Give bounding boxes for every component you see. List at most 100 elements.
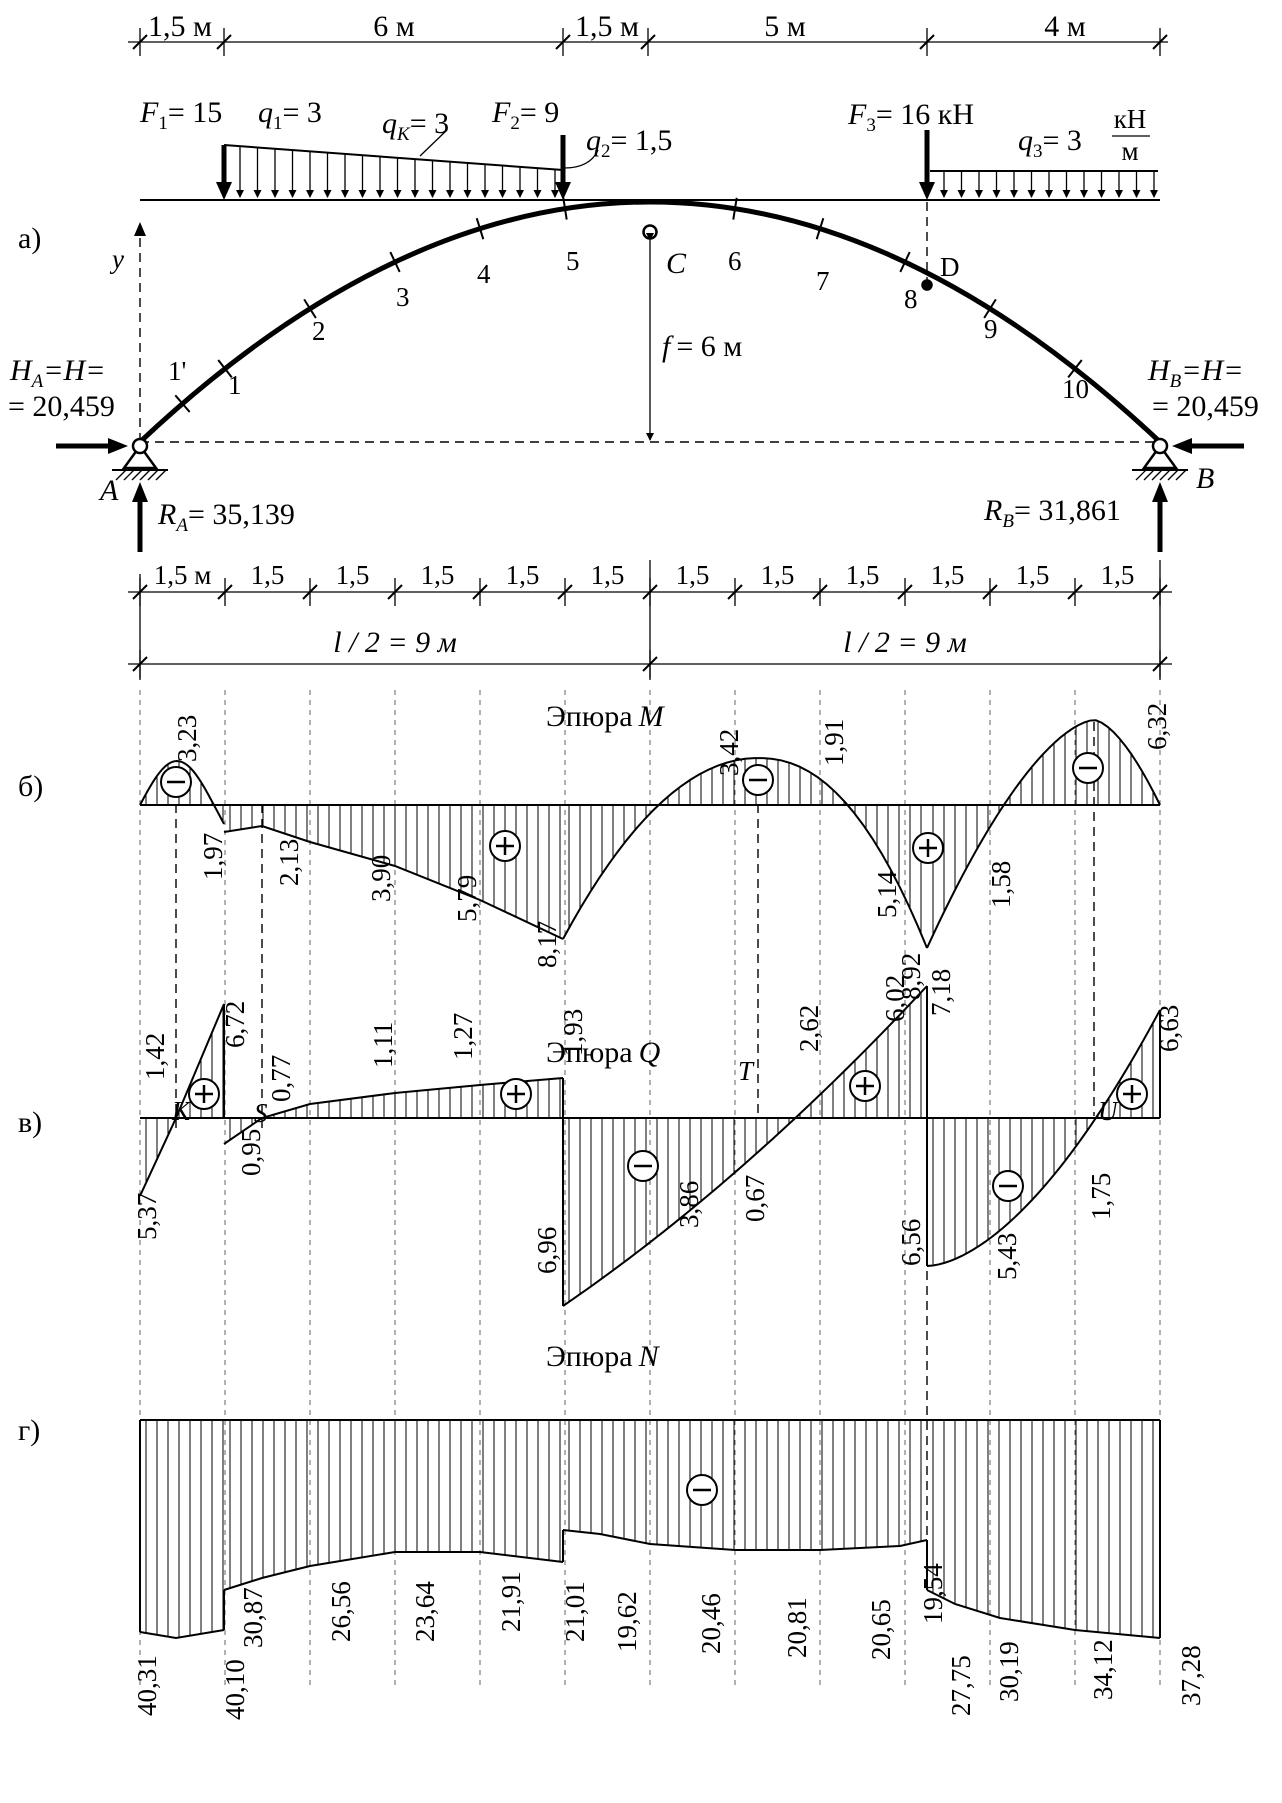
label-point-1: 1: [228, 370, 242, 400]
arch-scheme: y C D 1' 1 2 3 4 5 6 7 8 9 10 f= 6 м: [8, 197, 1259, 552]
N-val-14: 34,12: [1088, 1639, 1118, 1700]
axis-y-label: y: [109, 244, 124, 274]
label-B: B: [1196, 462, 1214, 495]
Q-val-3-86: 3,86: [674, 1181, 704, 1228]
label-point-6: 6: [728, 246, 742, 276]
support-hatch: [139, 469, 151, 481]
Q-val-1-75: 1,75: [1086, 1173, 1116, 1220]
bottom-dim-11: 1,5: [1016, 560, 1050, 590]
label-q3-unit-num: кН: [1114, 104, 1147, 134]
N-val-13: 30,19: [994, 1641, 1024, 1702]
support-B: [1132, 437, 1188, 481]
arch-section-tick: [475, 217, 485, 240]
top-dim-4: 5 м: [764, 10, 806, 43]
label-point-7: 7: [816, 266, 830, 296]
bottom-dim-7: 1,5: [676, 560, 710, 590]
arch-section-tick: [899, 251, 911, 273]
label-A: A: [98, 474, 119, 507]
support-hatch: [115, 469, 127, 481]
N-val-1: 40,10: [220, 1659, 250, 1720]
bottom-dim-8: 1,5: [761, 560, 795, 590]
arch-section-tick: [815, 217, 825, 240]
label-F2: F2= 9: [491, 96, 559, 134]
support-hatch: [1159, 469, 1171, 481]
label-q3: q3= 3: [1018, 124, 1082, 162]
M-val-1-58: 1,58: [986, 861, 1016, 908]
N-val-12: 27,75: [946, 1655, 976, 1716]
M-val-1-97: 1,97: [198, 833, 228, 880]
support-hatch: [1167, 469, 1179, 481]
label-F3: F3= 16 кН: [847, 98, 974, 136]
point-D: [921, 279, 933, 291]
label-point-3: 3: [396, 282, 410, 312]
N-val-11: 19,54: [918, 1563, 948, 1624]
label-qK: qK= 3: [382, 107, 449, 145]
bottom-dim-2: 1,5: [251, 560, 285, 590]
M-val-8-17: 8,17: [532, 921, 562, 968]
Q-val-6-63: 6,63: [1154, 1005, 1184, 1052]
label-point-1p: 1': [168, 356, 186, 386]
panel-label-b: б): [18, 770, 43, 803]
M-seg3: [562, 757, 928, 949]
M-val-6-32: 6,32: [1142, 703, 1172, 750]
hinge-C: [642, 224, 658, 240]
top-dim-5: 4 м: [1044, 10, 1086, 43]
N-val-8: 20,46: [696, 1593, 726, 1654]
label-point-5: 5: [566, 246, 580, 276]
N-seg3: [562, 1529, 928, 1551]
N-val-7: 19,62: [612, 1591, 642, 1652]
label-HA-line1: HA=H=: [9, 354, 105, 392]
Q-seg1: [139, 1003, 225, 1197]
point-U: U: [1098, 1096, 1119, 1126]
Q-val-1-11: 1,11: [368, 1022, 398, 1068]
support-hatch: [1151, 469, 1163, 481]
point-T: T: [738, 1056, 755, 1086]
bottom-dim-12: 1,5: [1101, 560, 1135, 590]
arch-section-tick: [983, 298, 997, 319]
M-seg4: [926, 719, 1161, 949]
half-span-left: l / 2 = 9 м: [333, 626, 457, 659]
top-dim-3: 1,5 м: [575, 10, 639, 43]
Q-val-1-27: 1,27: [448, 1013, 478, 1060]
Q-val-0-77: 0,77: [266, 1055, 296, 1102]
load-scheme: F1= 15 q1= 3 qK= 3 F2= 9 q2= 1,5 F3= 16 …: [139, 96, 1160, 201]
support-hatch: [123, 469, 135, 481]
arch-section-tick: [303, 298, 317, 319]
Q-val-1-42: 1,42: [140, 1033, 170, 1080]
bottom-dim-4: 1,5: [421, 560, 455, 590]
N-val-4: 23,64: [410, 1581, 440, 1642]
label-RB: RB= 31,861: [983, 494, 1121, 532]
bottom-dim-6: 1,5: [591, 560, 625, 590]
N-val-2: 30,87: [238, 1587, 268, 1648]
Q-val-7-18: 7,18: [926, 969, 956, 1016]
label-point-9: 9: [984, 314, 998, 344]
Q-val-5-43: 5,43: [992, 1233, 1022, 1280]
support-hatch: [1143, 469, 1155, 481]
label-F1: F1= 15: [139, 96, 222, 134]
M-val-3-23: 3,23: [172, 715, 202, 762]
support-hatch: [1175, 469, 1187, 481]
bottom-dim-10: 1,5: [931, 560, 965, 590]
label-q1: q1= 3: [258, 96, 322, 134]
label-rise-f: f= 6 м: [662, 330, 742, 363]
arch-section-tick: [732, 197, 738, 220]
Q-val-2-62: 2,62: [794, 1005, 824, 1052]
label-RA: RA= 35,139: [157, 498, 295, 536]
label-D: D: [940, 252, 960, 282]
M-seg1: [139, 760, 225, 825]
N-val-9: 20,81: [782, 1597, 812, 1658]
label-HB-line2: = 20,459: [1152, 390, 1259, 423]
top-dim-1: 1,5 м: [148, 10, 212, 43]
Q-val-6-72: 6,72: [220, 1001, 250, 1048]
support-hatch: [1135, 469, 1147, 481]
Q-val-1-93: 1,93: [558, 1009, 588, 1056]
panel-label-v: в): [18, 1106, 42, 1139]
support-hatch: [131, 469, 143, 481]
N-val-5: 21,91: [496, 1571, 526, 1632]
label-HB-line1: HB=H=: [1147, 354, 1243, 392]
arch-section-tick: [562, 197, 568, 220]
